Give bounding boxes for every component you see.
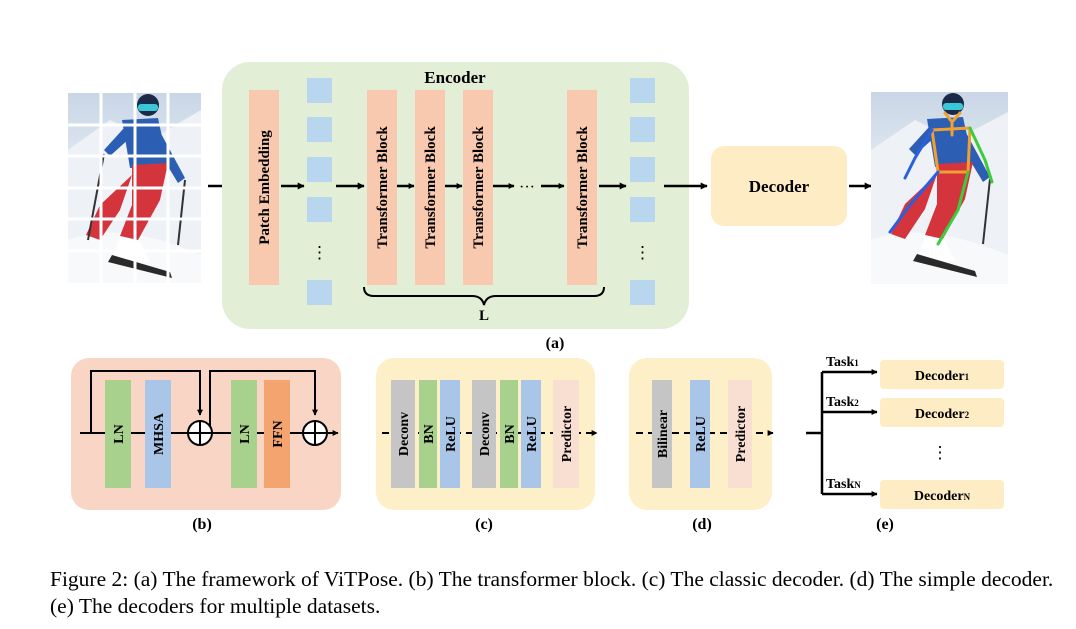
decoder-1-label: Decoder1 bbox=[915, 369, 970, 384]
transformer-block-1-label: Transformer Block bbox=[375, 126, 391, 249]
transformer-block-2 bbox=[415, 90, 445, 285]
token-column-1: ⋮ bbox=[307, 78, 332, 305]
ln-block-2 bbox=[231, 380, 257, 488]
decoder-1-block bbox=[880, 360, 1004, 389]
residual-add-1-icon bbox=[187, 420, 213, 446]
predictor-block-c-label: Predictor bbox=[560, 406, 575, 463]
task-2-label: Task2 bbox=[826, 395, 859, 410]
panel-a-label: (a) bbox=[546, 335, 565, 352]
ffn-block bbox=[264, 380, 290, 488]
blocks-brace bbox=[363, 286, 605, 306]
relu-block-2 bbox=[521, 380, 541, 488]
figure-caption: Figure 2: (a) The framework of ViTPose. … bbox=[50, 567, 1054, 618]
panel-b-label: (b) bbox=[192, 516, 212, 533]
ln-block-2-label: LN bbox=[238, 424, 253, 443]
transformer-block-3 bbox=[463, 90, 493, 285]
mhsa-block-label: MHSA bbox=[152, 412, 167, 455]
blocks-ellipsis: ··· bbox=[519, 179, 535, 196]
relu-block-2-label: ReLU bbox=[525, 416, 540, 452]
blocks-count-label: L bbox=[479, 308, 489, 324]
token-column-2: ⋮ bbox=[630, 78, 655, 305]
panel-c-label: (c) bbox=[475, 516, 493, 533]
decoder-N-block bbox=[880, 480, 1004, 509]
predictor-block-d bbox=[728, 380, 752, 488]
input-skier-image bbox=[68, 93, 201, 283]
panel-d-label: (d) bbox=[692, 516, 712, 533]
svg-text:⋮: ⋮ bbox=[311, 243, 328, 262]
output-pose-image bbox=[871, 92, 1008, 284]
bn-block-1 bbox=[419, 380, 437, 488]
deconv-block-1 bbox=[391, 380, 415, 488]
bn-block-2-label: BN bbox=[503, 424, 518, 443]
deconv-block-2-label: Deconv bbox=[478, 412, 493, 456]
transformer-block-3-label: Transformer Block bbox=[471, 126, 487, 249]
svg-text:⋮: ⋮ bbox=[634, 243, 651, 262]
encoder-container bbox=[222, 62, 689, 329]
relu-block-1-label: ReLU bbox=[444, 416, 459, 452]
patch-embedding-label: Patch Embedding bbox=[257, 130, 273, 245]
ln-block-1-label: LN bbox=[112, 424, 127, 443]
decoder-2-label: Decoder2 bbox=[915, 407, 970, 422]
bn-block-1-label: BN bbox=[422, 424, 437, 443]
predictor-block-d-label: Predictor bbox=[734, 406, 749, 463]
decoder-block bbox=[711, 146, 847, 226]
relu-block-d bbox=[690, 380, 710, 488]
relu-block-1 bbox=[440, 380, 460, 488]
mhsa-block bbox=[145, 380, 171, 488]
transformer-block-L bbox=[567, 90, 597, 285]
ffn-block-label: FFN bbox=[271, 420, 286, 447]
transformer-block-2-label: Transformer Block bbox=[423, 126, 439, 249]
patch-embedding-block bbox=[249, 90, 279, 285]
decoder-N-label: DecoderN bbox=[914, 489, 971, 504]
transformer-block-L-label: Transformer Block bbox=[575, 126, 591, 249]
task-1-label: Task1 bbox=[826, 355, 859, 370]
relu-block-d-label: ReLU bbox=[694, 416, 709, 452]
ln-block-1 bbox=[105, 380, 131, 488]
transformer-block-1 bbox=[367, 90, 397, 285]
deconv-block-2 bbox=[472, 380, 496, 488]
bilinear-block bbox=[652, 380, 672, 488]
panel-e-label: (e) bbox=[876, 516, 894, 533]
decoder-label: Decoder bbox=[749, 177, 810, 196]
encoder-title: Encoder bbox=[424, 68, 486, 87]
decoder-2-block bbox=[880, 398, 1004, 427]
predictor-block-c bbox=[553, 380, 579, 488]
decoders-ellipsis: ⋮ bbox=[932, 443, 949, 462]
bn-block-2 bbox=[500, 380, 518, 488]
deconv-block-1-label: Deconv bbox=[397, 412, 412, 456]
residual-add-2-icon bbox=[302, 420, 328, 446]
bilinear-block-label: Bilinear bbox=[656, 410, 671, 458]
panel-e-branches bbox=[806, 369, 878, 497]
task-N-label: TaskN bbox=[826, 477, 861, 492]
